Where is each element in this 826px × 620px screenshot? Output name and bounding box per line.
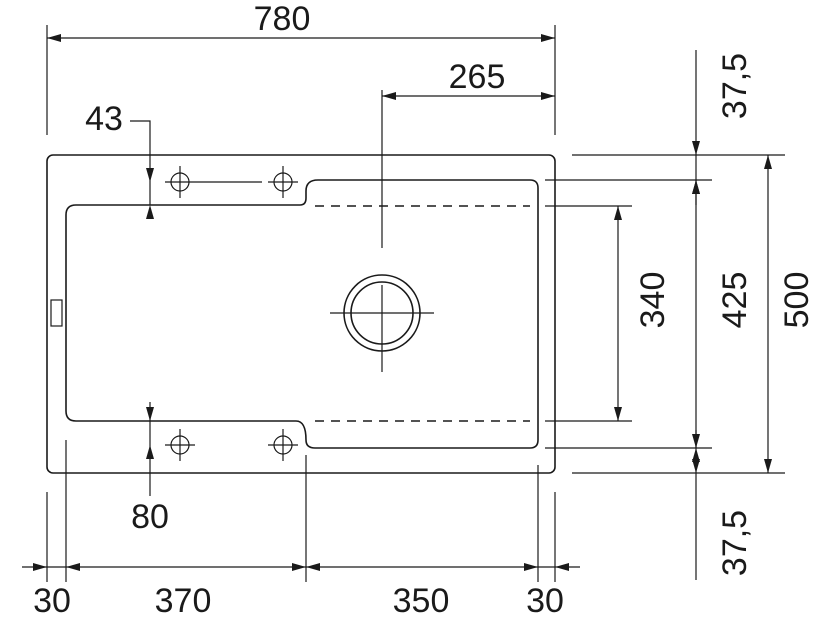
drainer-and-bowl-contour	[65, 179, 539, 449]
tap-hole-bottom-right	[268, 429, 298, 461]
label-tap-hole-offset: 43	[85, 100, 123, 138]
label-bowl-width: 350	[393, 582, 450, 620]
tap-hole-bottom-left	[165, 429, 195, 461]
label-edge-right: 30	[526, 582, 564, 620]
label-total-height: 500	[778, 272, 816, 329]
label-drain-offset: 265	[449, 58, 506, 96]
tap-holes	[165, 166, 298, 461]
tap-hole-top-left	[165, 166, 195, 198]
label-drainer-width: 370	[155, 582, 212, 620]
sink-outline	[46, 154, 556, 474]
label-margin-bottom: 37,5	[716, 510, 754, 576]
tap-hole-top-right	[268, 166, 298, 198]
sink-outer-edge	[46, 154, 556, 474]
dimension-lines	[22, 34, 772, 580]
extension-lines	[46, 25, 785, 582]
label-bowl-inner-height: 340	[634, 272, 672, 329]
dim-line-tap-offset	[130, 120, 151, 205]
label-edge-left: 30	[33, 582, 71, 620]
label-bowl-height: 425	[716, 272, 754, 329]
label-total-width: 780	[254, 0, 311, 38]
overflow-slot	[50, 299, 63, 327]
label-tap-hole-offset-bottom: 80	[131, 498, 169, 536]
dimension-labels: 780 265 43 80 37,5 340 425 500 37,5 30 3…	[33, 0, 816, 620]
label-margin-top: 37,5	[716, 53, 754, 119]
drain	[330, 90, 434, 372]
